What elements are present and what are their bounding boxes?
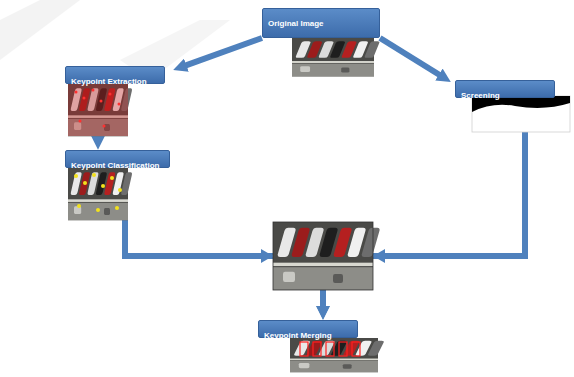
box-label: Keypoint Extraction	[71, 77, 147, 87]
classification-photo	[68, 168, 132, 220]
process-box: Keypoint Merging	[258, 320, 358, 338]
box-label: Keypoint Classification	[71, 161, 159, 171]
extraction-photo	[68, 84, 132, 136]
process-box: Screening	[455, 80, 555, 98]
process-box: Keypoint Classification	[65, 150, 170, 168]
arrow-head	[373, 249, 385, 263]
merging-photo	[290, 338, 384, 372]
process-box: Keypoint Extraction	[65, 66, 165, 84]
box-label: Screening	[461, 91, 500, 101]
box-label: Keypoint Merging	[264, 331, 332, 341]
process-box: Original Image	[262, 8, 380, 38]
box-label: Original Image	[268, 19, 324, 29]
arrow-head	[261, 249, 273, 263]
flow-arrow	[380, 38, 443, 77]
background-shape	[0, 0, 80, 60]
combined-photo	[273, 222, 380, 290]
original-photo	[292, 38, 380, 76]
